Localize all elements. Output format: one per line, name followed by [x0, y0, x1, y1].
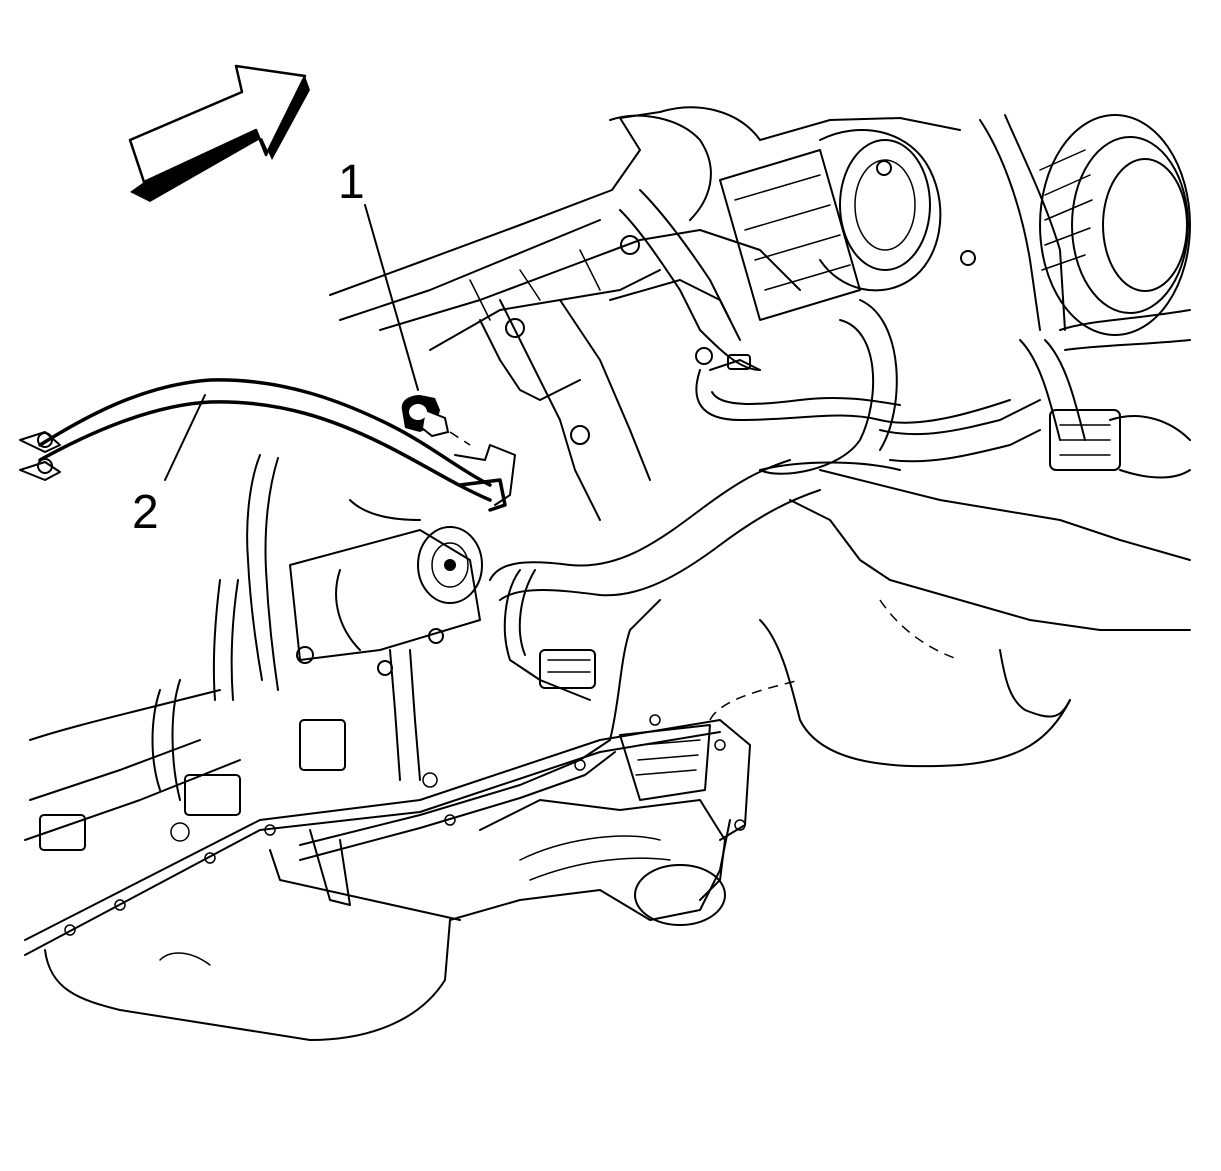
transmission-lines: [299, 569, 661, 906]
coolant-hoses: [619, 189, 1191, 479]
callout-2-label: 2: [132, 486, 159, 539]
battery-cable: [19, 378, 516, 512]
exhaust-pipe: [489, 459, 1191, 768]
pulley: [979, 114, 1191, 336]
bolt: [401, 395, 471, 446]
engine-block: [329, 106, 961, 521]
transmission: [24, 454, 279, 851]
callout-1-label: 1: [338, 156, 365, 209]
direction-arrow-icon: [128, 64, 310, 202]
callout-2-leader: [164, 394, 206, 481]
callout-1-leader: [364, 204, 419, 391]
starter-motor: [289, 499, 483, 676]
oil-pan: [24, 714, 751, 1041]
compressor: [719, 129, 976, 321]
